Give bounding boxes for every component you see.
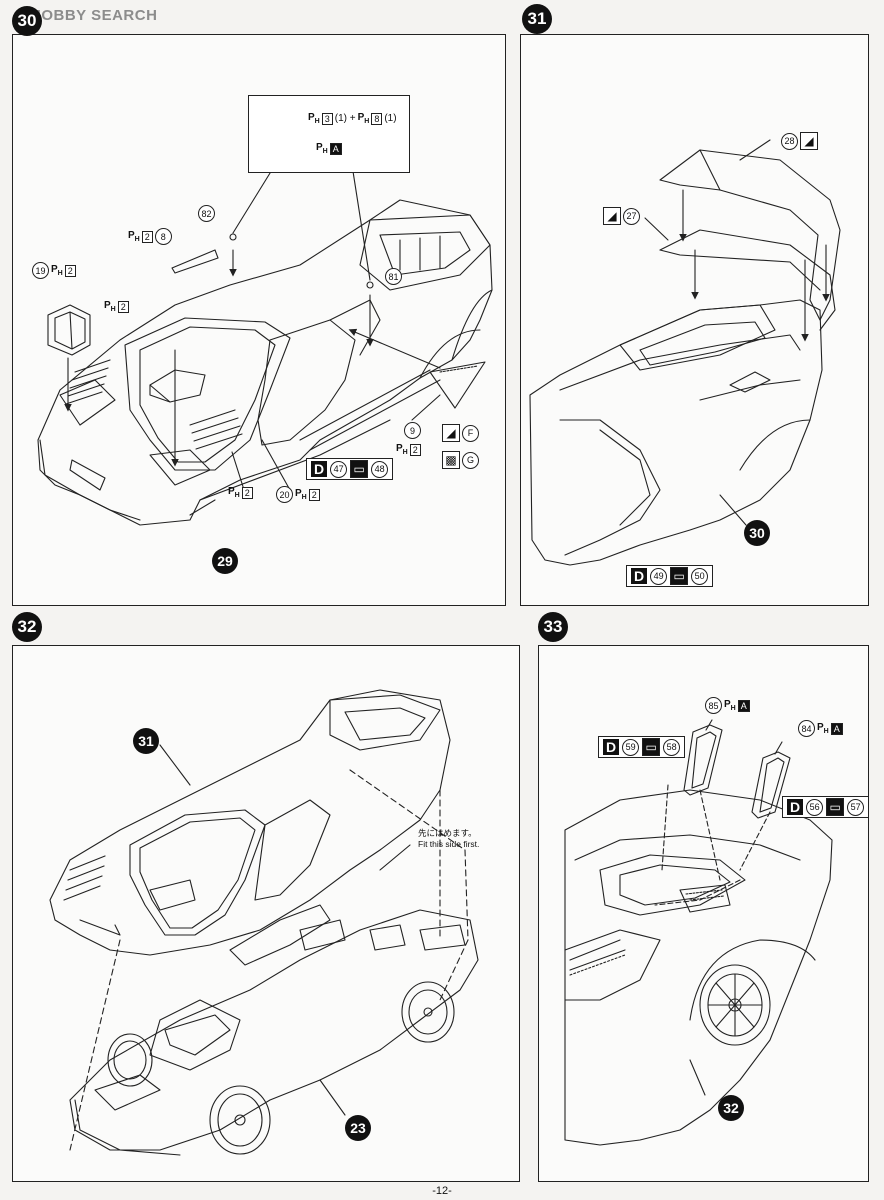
h-symbol-icon: ▭ <box>826 798 845 816</box>
ph-code: PH <box>308 112 320 125</box>
chassis-part-23-label: 23 <box>345 1115 371 1141</box>
glue-tube-icon: ◢ <box>800 132 818 150</box>
part-20-label: 20 PH 2 <box>276 486 320 503</box>
callout-qty-text: (1) + <box>334 113 356 124</box>
part-number-box: 3 <box>321 112 333 125</box>
fit-first-note-jp: 先にはめます。 <box>418 828 477 838</box>
callout-line-1: PH 3 (1) + PH 8 (1) <box>308 112 397 125</box>
ph-code: PH <box>357 112 370 125</box>
callout-line-2: PH A <box>316 142 342 155</box>
part-84-label: 84 PH A <box>798 720 843 737</box>
decal-47-48: D 47 ▭ 48 <box>306 458 394 480</box>
step-33-car-body <box>564 719 833 1146</box>
body-part-31-label: 31 <box>133 728 159 754</box>
h-symbol-icon: ▭ <box>350 460 369 478</box>
step-31-car-body <box>529 139 841 566</box>
step-32-number: 32 <box>12 612 42 642</box>
cement-f-legend: ◢ F <box>442 424 479 442</box>
decal-56-57: D 56 ▭ 57 <box>782 796 870 818</box>
ph-code: PH <box>316 142 328 155</box>
mirror-g-legend: ▩ G <box>442 451 479 469</box>
page-number: -12- <box>432 1185 452 1197</box>
step-30-car-body <box>37 164 493 526</box>
h-symbol-icon: ▭ <box>670 567 689 585</box>
step-30-panel <box>12 34 506 606</box>
h-symbol-icon: ▩ <box>442 451 460 469</box>
decal-49-50: D 49 ▭ 50 <box>626 565 714 587</box>
body-part-29-label: 29 <box>212 548 238 574</box>
part-19-label: 19 PH 2 <box>32 262 76 279</box>
part-85-label: 85 PH A <box>705 697 750 714</box>
hobby-search-logo: HOBBY SEARCH <box>30 6 158 24</box>
watermark: HOBBY SEARCH <box>30 4 157 26</box>
decal-59-58: D 59 ▭ 58 <box>598 736 686 758</box>
step-30-number: 30 <box>12 6 42 36</box>
part-letter-box: A <box>329 142 342 155</box>
part-number-box: 8 <box>371 112 383 125</box>
part-19-ph-label: PH 2 <box>104 300 129 313</box>
part-9-ph-label: PH 2 <box>396 443 421 456</box>
glue-tube-icon: ◢ <box>442 424 460 442</box>
part-9-label: 9 <box>404 422 421 439</box>
fit-first-note-en: Fit this side first. <box>418 839 480 849</box>
step-33-number: 33 <box>538 612 568 642</box>
step-31-number: 31 <box>522 4 552 34</box>
glue-tube-icon: ◢ <box>603 207 621 225</box>
part-82-label: 82 <box>198 205 215 222</box>
callout-qty-text: (1) <box>384 113 397 124</box>
step-31-panel <box>520 34 869 606</box>
part-hood-ph-label: PH 2 <box>228 486 253 499</box>
h-symbol-icon: ▭ <box>642 738 661 756</box>
part-28-label: 28 ◢ <box>781 132 818 150</box>
part-8-label: PH 2 8 <box>128 228 172 245</box>
part-27-label: ◢ 27 <box>603 207 640 225</box>
body-part-32-label: 32 <box>718 1095 744 1121</box>
part-81-label: 81 <box>385 268 402 285</box>
body-part-30-label: 30 <box>744 520 770 546</box>
screw-callout-box <box>248 95 410 173</box>
step-32-car-body <box>49 689 479 1156</box>
